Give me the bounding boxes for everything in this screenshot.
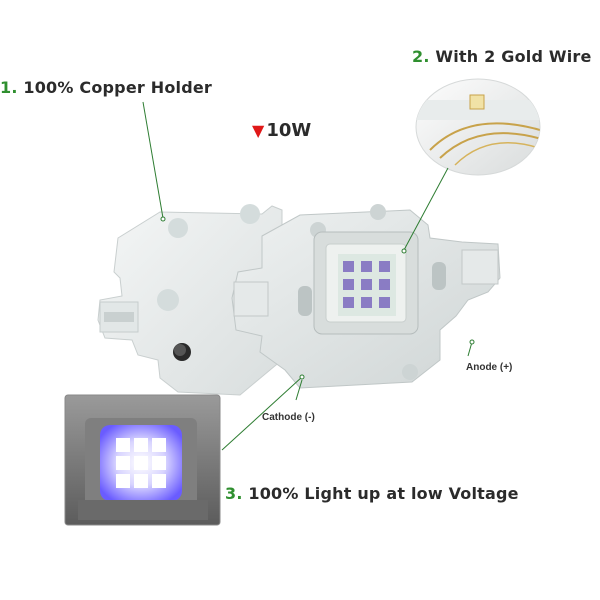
low-voltage-label: 3. 100% Light up at low Voltage: [225, 484, 519, 503]
anode-label: Anode (+): [466, 362, 513, 373]
front-plate: [231, 204, 501, 389]
cathode-label: Cathode (-): [262, 412, 315, 423]
power-rating: ▼10W: [252, 120, 312, 141]
back-plate: [97, 204, 283, 396]
leader-lines: [142, 101, 475, 451]
gold-wire-inset: [415, 78, 541, 176]
gold-wire-label: 2. With 2 Gold Wire: [412, 47, 592, 66]
copper-holder-label: 1. 100% Copper Holder: [0, 78, 213, 97]
led-die-grid: [343, 261, 390, 308]
lit-chip-inset: [64, 394, 221, 526]
